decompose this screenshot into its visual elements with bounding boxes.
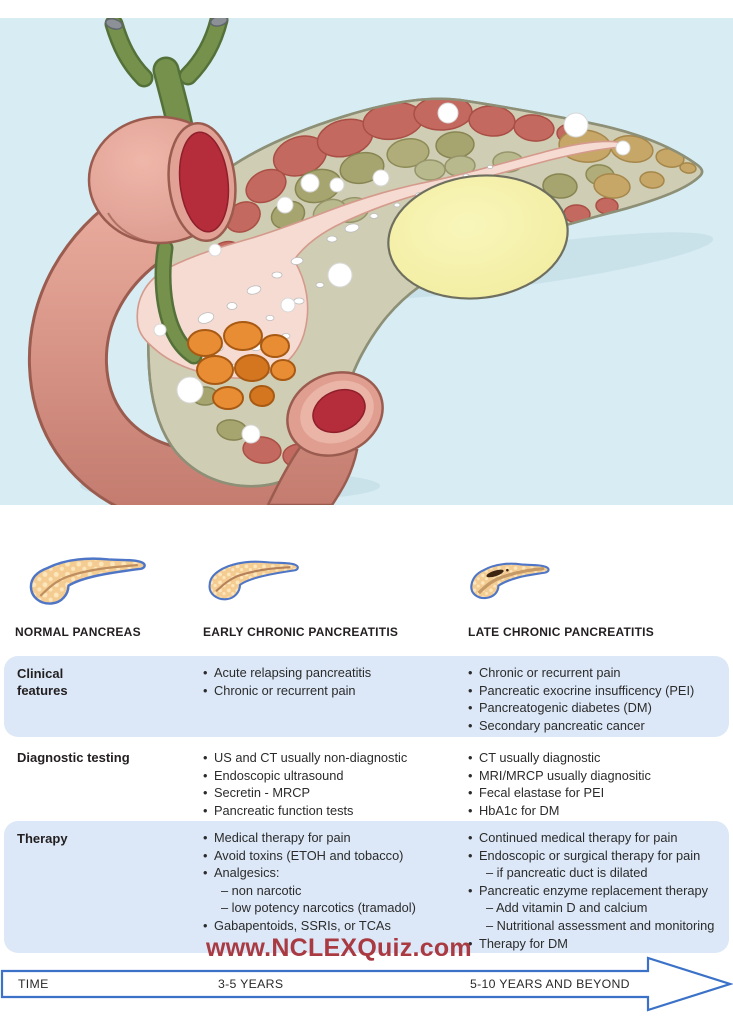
watermark: www.NCLEXQuiz.com [206,934,472,962]
list-item: US and CT usually non-diagnostic [203,749,465,767]
column-header-early: EARLY CHRONIC PANCREATITIS [203,625,399,639]
list-item: Chronic or recurrent pain [468,664,732,682]
row-label: Clinical features [17,666,68,698]
timeline-early: 3-5 YEARS [218,977,283,991]
arrow-shape [0,956,733,1012]
list-item: HbA1c for DM [468,802,732,820]
tumor-mass [187,321,296,410]
row-label: Therapy [17,831,68,846]
list-item: MRI/MRCP usually diagnositic [468,767,732,785]
cell-late-therapy: Continued medical therapy for painEndosc… [468,829,732,952]
list-item: Pancreatic function tests [203,802,465,820]
timeline-late: 5-10 YEARS AND BEYOND [470,977,630,991]
cell-late-clinical: Chronic or recurrent painPancreatic exoc… [468,664,732,734]
list-item: Medical therapy for pain [203,829,465,847]
list-item: – Add vitamin D and calcium [486,900,648,916]
timeline-arrow: TIME 3-5 YEARS 5-10 YEARS AND BEYOND [0,956,733,1012]
duodenum-bulb [87,115,237,245]
list-item: Pancreatic enzyme replacement therapy [468,882,732,900]
cell-late-diagnostic: CT usually diagnosticMRI/MRCP usually di… [468,749,732,819]
row-label: Diagnostic testing [17,750,130,765]
list-item: Therapy for DM [468,935,732,953]
list-item: – if pancreatic duct is dilated [486,865,648,881]
list-item: – non narcotic [221,882,302,898]
early-pancreas-icon [200,552,304,608]
row-clinical-features: Clinical features Acute relapsing pancre… [4,656,729,737]
normal-pancreas-icon [17,551,163,611]
calcifications [153,102,631,444]
list-item: CT usually diagnostic [468,749,732,767]
list-item: Secondary pancreatic cancer [468,717,732,735]
duodenum-opening [266,371,384,505]
list-item: Endoscopic ultrasound [203,767,465,785]
list-item: – low potency narcotics (tramadol) [221,900,416,916]
row-therapy: Therapy Medical therapy for painAvoid to… [4,821,729,953]
bile-duct-lower-icon [154,239,203,365]
pseudocyst [387,174,569,300]
column-header-normal: NORMAL PANCREAS [15,625,141,639]
column-header-late: LATE CHRONIC PANCREATITIS [468,625,654,639]
timeline-label: TIME [18,977,49,991]
duodenum-tube [27,183,356,505]
list-item: Endoscopic or surgical therapy for pain [468,847,732,865]
list-item: Fecal elastase for PEI [468,784,732,802]
cell-early-therapy: Medical therapy for painAvoid toxins (ET… [203,829,465,935]
list-item: Secretin - MRCP [203,784,465,802]
list-item: Chronic or recurrent pain [203,682,465,700]
list-item: Gabapentoids, SSRIs, or TCAs [203,917,465,935]
list-item: Pancreatogenic diabetes (DM) [468,699,732,717]
row-diagnostic-testing: Diagnostic testing US and CT usually non… [4,737,729,821]
cell-early-diagnostic: US and CT usually non-diagnosticEndoscop… [203,749,465,819]
list-item: Acute relapsing pancreatitis [203,664,465,682]
list-item: – Nutritional assessment and monitoring [486,917,715,933]
list-item: Pancreatic exocrine insufficency (PEI) [468,682,732,700]
list-item: Continued medical therapy for pain [468,829,732,847]
cell-early-clinical: Acute relapsing pancreatitisChronic or r… [203,664,465,699]
list-item: Analgesics: [203,864,465,882]
list-item: Avoid toxins (ETOH and tobacco) [203,847,465,865]
pancreas-illustration [0,18,733,505]
late-pancreas-icon [464,557,554,603]
